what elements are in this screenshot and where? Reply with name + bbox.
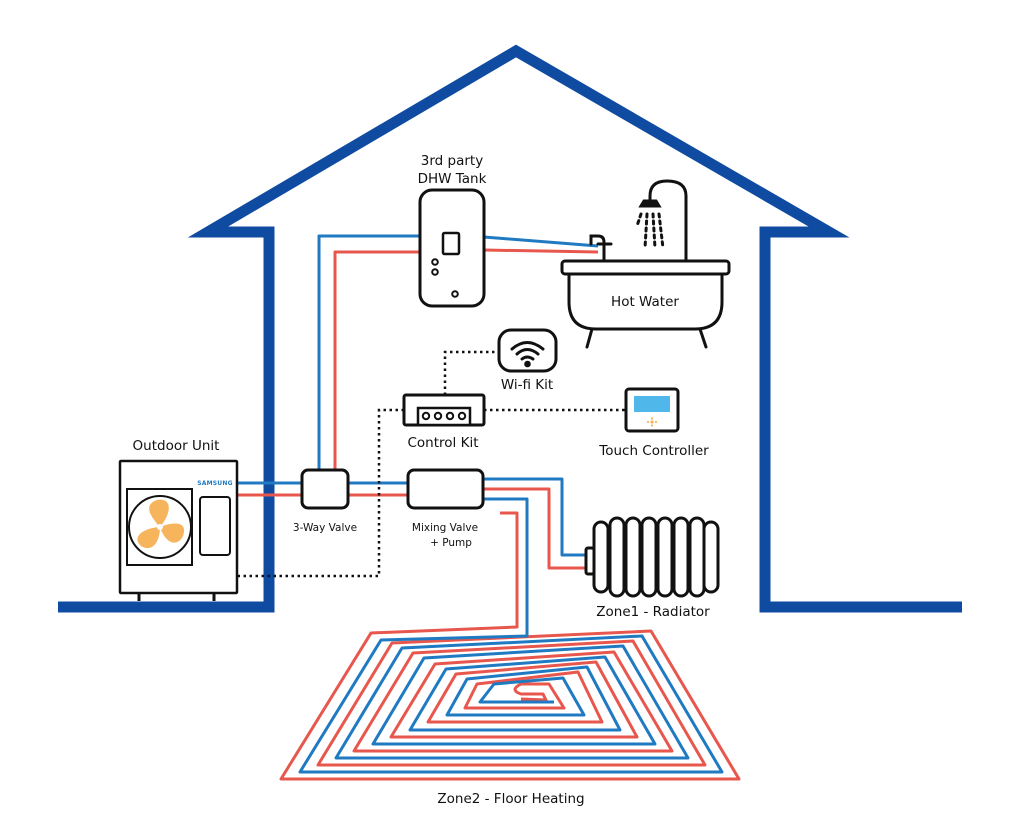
three-way-valve-label: 3-Way Valve	[293, 522, 357, 534]
control-line-wifi	[443, 350, 499, 395]
mixing-valve-pump	[406, 468, 485, 510]
floor-supply-pipe	[279, 511, 741, 781]
touch-controller-label: Touch Controller	[598, 443, 709, 459]
fan-icon	[128, 495, 192, 559]
return-pipe-mixing-to-radiator	[483, 477, 593, 557]
supply-pipe-mixing-to-radiator	[483, 487, 593, 570]
three-way-valve	[300, 468, 350, 510]
supply-pipe-valve-to-tank	[333, 250, 420, 470]
dhw-tank	[418, 188, 486, 308]
dhw-tank-label-line2: DHW Tank	[418, 171, 487, 187]
tap-icon	[589, 234, 613, 263]
hot-water-label: Hot Water	[611, 294, 679, 310]
control-kit-terminal	[457, 411, 467, 421]
control-line-outdoor	[237, 408, 404, 578]
mixing-valve-label-line1: Mixing Valve	[412, 522, 478, 534]
radiator-icon	[584, 516, 720, 598]
outdoor-unit-label: Outdoor Unit	[133, 438, 220, 454]
supply-pipe-tank-to-tap	[483, 248, 599, 254]
touch-controller-icon	[624, 387, 680, 433]
dhw-tank-knob	[431, 268, 439, 276]
wifi-icon	[510, 341, 545, 368]
dhw-tank-knob	[451, 290, 459, 298]
control-lines	[237, 350, 626, 578]
control-kit-terminal	[445, 411, 455, 421]
zone2-label: Zone2 - Floor Heating	[437, 791, 584, 807]
bathtub-icon	[560, 259, 731, 349]
outdoor-unit: SAMSUNG	[118, 459, 239, 601]
shower-icon	[635, 179, 688, 263]
floor-heating-spiral	[279, 497, 741, 781]
pipes	[237, 234, 599, 570]
control-kit	[402, 393, 486, 427]
control-kit-terminal-strip	[416, 406, 472, 427]
touch-controller-screen	[634, 396, 670, 412]
return-pipe-tank-to-tap	[483, 235, 599, 248]
floor-return-pipe	[298, 497, 724, 774]
outdoor-unit-side-panel	[199, 496, 231, 556]
dhw-tank-display	[441, 231, 461, 256]
touch-controller-dpad	[646, 417, 658, 427]
control-kit-terminal	[433, 411, 443, 421]
wifi-kit-label: Wi-fi Kit	[501, 377, 553, 393]
control-kit-label: Control Kit	[408, 435, 479, 451]
mixing-valve-label-line2: + Pump	[430, 537, 472, 549]
dhw-tank-label-line1: 3rd party	[421, 153, 483, 169]
outdoor-unit-brand: SAMSUNG	[197, 480, 232, 487]
zone1-label: Zone1 - Radiator	[596, 604, 710, 620]
return-pipe-valve-to-tank	[317, 234, 420, 470]
wifi-kit	[497, 328, 558, 373]
control-kit-terminal	[421, 411, 431, 421]
dhw-tank-knob	[431, 258, 439, 266]
